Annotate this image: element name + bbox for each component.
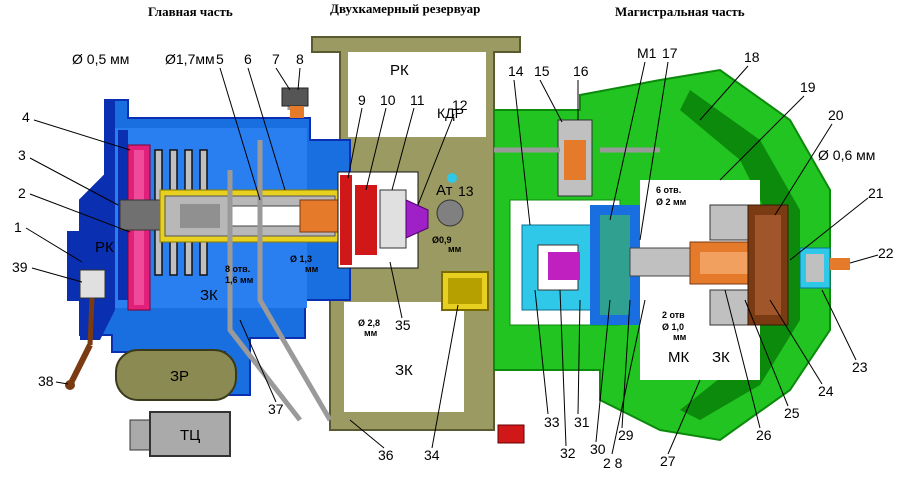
dim-holes2: 2 отв xyxy=(662,310,685,320)
callout-21: 21 xyxy=(868,185,884,201)
fitting-8 xyxy=(281,87,309,107)
callout-24: 24 xyxy=(818,383,834,399)
callout-26: 26 xyxy=(756,427,772,443)
dim-holes6: 6 отв. xyxy=(656,185,681,195)
dim-d28: Ø 2,8 xyxy=(358,318,380,328)
zone-rk-top: РК xyxy=(390,62,409,79)
callout-39: 39 xyxy=(12,259,28,275)
zone-zk-right: ЗК xyxy=(712,349,730,366)
callout-9: 9 xyxy=(358,92,366,108)
dim-holes6-d: Ø 2 мм xyxy=(656,197,687,207)
drain-cock xyxy=(497,424,525,444)
handle-38 xyxy=(67,343,93,387)
zr-label: ЗР xyxy=(170,368,189,385)
callout-18: 18 xyxy=(744,49,760,65)
callout-19: 19 xyxy=(800,79,816,95)
plug-39 xyxy=(79,269,106,299)
dim-holes2-d: Ø 1,0 xyxy=(662,322,684,332)
callout-35: 35 xyxy=(395,317,411,333)
callout-13: 13 xyxy=(458,183,474,199)
zone-kdr: КДР xyxy=(437,105,464,121)
header-reservoir: Двухкамерный резервуар xyxy=(330,1,480,16)
callout-36: 36 xyxy=(378,447,394,463)
zone-zk-left: ЗК xyxy=(200,287,218,304)
callout-29: 29 xyxy=(618,427,634,443)
callout-37: 37 xyxy=(268,401,284,417)
callout-38: 38 xyxy=(38,373,54,389)
callout-4: 4 xyxy=(22,109,30,125)
callout-22: 22 xyxy=(878,245,894,261)
callout-8: 8 xyxy=(296,51,304,67)
header-main-line-part: Магистральная часть xyxy=(615,4,745,19)
callout-28: 2 8 xyxy=(603,455,623,471)
callout-25: 25 xyxy=(784,405,800,421)
brake-cylinder-tc: ТЦ xyxy=(129,411,231,457)
dim-d28-unit: мм xyxy=(364,328,378,338)
callout-23: 23 xyxy=(852,359,868,375)
dim-holes8: 8 отв. xyxy=(225,264,250,274)
callout-17: 17 xyxy=(662,45,678,61)
dim-d06: Ø 0,6 мм xyxy=(818,147,875,163)
callout-16: 16 xyxy=(573,63,589,79)
dim-d09-unit: мм xyxy=(448,244,462,254)
callout-7: 7 xyxy=(272,51,280,67)
callout-31: 31 xyxy=(574,414,590,430)
valve-ball xyxy=(436,199,464,227)
zone-at: Ат xyxy=(436,182,453,199)
zone-mk: МК xyxy=(668,349,689,366)
callout-3: 3 xyxy=(18,147,26,163)
callout-30: 30 xyxy=(590,441,606,457)
callout-15: 15 xyxy=(534,63,550,79)
zone-zk-center: ЗК xyxy=(395,362,413,379)
main-stem xyxy=(119,189,341,243)
dim-d05: Ø 0,5 мм xyxy=(72,51,129,67)
dim-d17: Ø1,7мм xyxy=(165,51,215,67)
callout-1: 1 xyxy=(14,219,22,235)
zone-rk-left: РК xyxy=(95,239,114,256)
dim-holes8-d: 1,6 мм xyxy=(225,275,254,285)
callout-5: 5 xyxy=(216,51,224,67)
dim-d09: Ø0,9 xyxy=(432,235,452,245)
auxiliary-reservoir-zr: ЗР xyxy=(115,349,237,401)
callout-2: 2 xyxy=(18,185,26,201)
atmosphere-port xyxy=(447,173,457,183)
pipes xyxy=(227,97,660,422)
callout-11: 11 xyxy=(410,92,425,108)
callout-20: 20 xyxy=(828,107,844,123)
callout-10: 10 xyxy=(380,92,396,108)
dim-d13: Ø 1,3 xyxy=(290,254,312,264)
dim-d13-unit: мм xyxy=(305,264,319,274)
tc-label: ТЦ xyxy=(180,427,200,444)
callout-6: 6 xyxy=(244,51,252,67)
callout-12: 12 xyxy=(452,97,468,113)
header-main-part: Главная часть xyxy=(148,4,233,19)
callout-27: 27 xyxy=(660,453,676,469)
callout-34: 34 xyxy=(424,447,440,463)
dim-holes2-unit: мм xyxy=(673,332,687,342)
callout-33: 33 xyxy=(544,414,560,430)
callouts: 1 2 3 4 5 6 7 8 9 10 11 12 13 14 15 16 М… xyxy=(12,45,894,471)
lever-22 xyxy=(830,258,850,270)
callout-32: 32 xyxy=(560,445,576,461)
callout-14: 14 xyxy=(508,63,524,79)
cutoff-valve-assembly xyxy=(337,171,429,269)
main-line-valve xyxy=(521,205,640,325)
callout-m1: М1 xyxy=(637,45,657,61)
